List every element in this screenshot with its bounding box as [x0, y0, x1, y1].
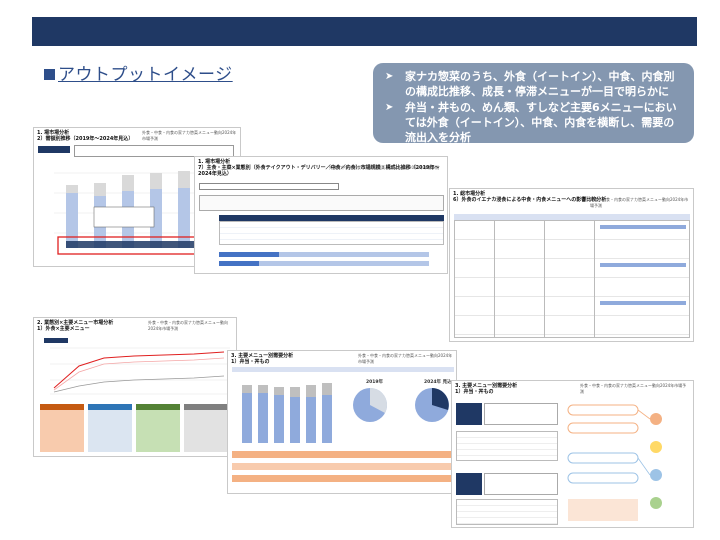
thumbnail-note: 外食・中食・内食の家ナカ惣菜メニュー動向2024年市場予測 [142, 130, 237, 141]
pie-charts [353, 388, 449, 422]
bar-cell-3 [600, 301, 686, 305]
table-column-divider-2 [544, 220, 545, 338]
value-box-1 [484, 403, 558, 425]
card-3 [136, 404, 180, 452]
thumbnail-market-table: 1. 場市場分析 7）主食・主菜×業態別（外食テイクアウト・デリバリー／中食／内… [194, 156, 448, 274]
data-table-2 [456, 499, 558, 525]
card-1 [40, 404, 84, 452]
highlight-row-2 [232, 463, 454, 470]
label-box [38, 146, 70, 153]
note-box [74, 145, 234, 157]
category-strip [199, 183, 339, 190]
card-header-4 [184, 404, 228, 410]
table-body [219, 221, 444, 245]
bar-cell-2 [600, 263, 686, 267]
thumbnail-title: 1. 場市場分析 7）主食・主菜×業態別（外食テイクアウト・デリバリー／中食／内… [198, 159, 440, 177]
bar-strip-2b [259, 261, 429, 266]
table-column-divider-1 [494, 220, 495, 338]
thumbnail-bento-demand: 3. 主要メニュー別需要分析 1）弁当・丼もの 外食・中食・内食の家ナカ惣菜メニ… [227, 350, 457, 494]
series-gray [53, 375, 225, 393]
card-header-1 [40, 404, 84, 410]
stacked-bars [242, 383, 332, 443]
table-grid [454, 220, 690, 338]
card-4 [184, 404, 228, 452]
thumbnail-note: 外食・中食・内食の家ナカ惣菜メニュー動向2024年市場予測 [329, 165, 440, 170]
thumbnail-title: 1. 総市場分析 6）外食のイエナカ浸食による中食・内食メニューへの影響比較分析 [453, 191, 607, 203]
flow-diagram [567, 404, 662, 521]
series-red [53, 351, 225, 389]
square-bullet-icon [44, 69, 55, 80]
table-header [219, 215, 444, 221]
summary-callout: 家ナカ惣菜のうち、外食（イートイン）、中食、内食別の構成比推移、成長・停滞メニュ… [373, 63, 694, 145]
card-header-3 [136, 404, 180, 410]
thumbnail-note: 外食・中食・内食の家ナカ惣菜メニュー動向2024年市場予測 [580, 383, 687, 394]
bar-strip-2 [219, 261, 259, 266]
bar-strip-1b [279, 252, 429, 257]
summary-bullet-2: 弁当・丼もの、めん類、すしなど主要6メニューにおいては外食（イートイン）、中食、… [385, 100, 684, 145]
highlight-row-1 [232, 451, 454, 458]
value-box-2 [484, 473, 558, 495]
thumbnail-note: 外食・中食・内食の家ナカ惣菜メニュー動向2024年市場予測 [590, 197, 689, 208]
data-table [456, 431, 558, 461]
thumbnail-comparison-table: 1. 総市場分析 6）外食のイエナカ浸食による中食・内食メニューへの影響比較分析… [449, 188, 694, 342]
thumbnail-note: 外食・中食・内食の家ナカ惣菜メニュー動向2024年市場予測 [358, 353, 453, 364]
table-header [454, 214, 690, 220]
thumbnail-title: 3. 主要メニュー別需要分析 1）弁当・丼もの [231, 353, 294, 365]
series-pink [53, 357, 225, 391]
page-title-text: アウトプットイメージ [58, 65, 233, 85]
thumbnail-menu-trend: 2. 業態別×主要メニュー市場分析 1）外食×主要メニュー 外食・中食・内食の家… [33, 317, 237, 457]
summary-bullet-1: 家ナカ惣菜のうち、外食（イートイン）、中食、内食別の構成比推移、成長・停滞メニュ… [385, 69, 684, 99]
thumbnail-title: 1. 場市場分析 2）需額別推移（2019年～2024年見込） [37, 130, 134, 142]
annotation-box [93, 206, 155, 228]
thumbnail-note: 外食・中食・内食の家ナカ惣菜メニュー動向2024年市場予測 [148, 320, 228, 331]
highlight-row-3 [232, 475, 454, 482]
thumbnail-flow-analysis: 3. 主要メニュー別需要分析 1）弁当・丼もの 外食・中食・内食の家ナカ惣菜メニ… [451, 380, 694, 528]
page-title: アウトプットイメージ [44, 60, 233, 85]
line-chart [44, 338, 230, 395]
header-bar [32, 17, 697, 46]
card-header-2 [88, 404, 132, 410]
table-column-divider-3 [594, 220, 595, 338]
section-strip [232, 367, 454, 372]
thumbnail-title: 3. 主要メニュー別需要分析 1）弁当・丼もの [455, 383, 518, 395]
year-right-label: 2024年 見込 [424, 380, 452, 385]
dark-box-2 [456, 473, 482, 495]
dark-box-1 [456, 403, 482, 425]
year-left-label: 2019年 [366, 380, 384, 385]
card-2 [88, 404, 132, 452]
thumbnail-title: 2. 業態別×主要メニュー市場分析 1）外食×主要メニュー [37, 320, 114, 332]
stacked-bar-chart [54, 169, 229, 255]
info-box [199, 195, 444, 211]
bar-strip-1 [219, 252, 279, 257]
bar-cell-1 [600, 225, 686, 229]
